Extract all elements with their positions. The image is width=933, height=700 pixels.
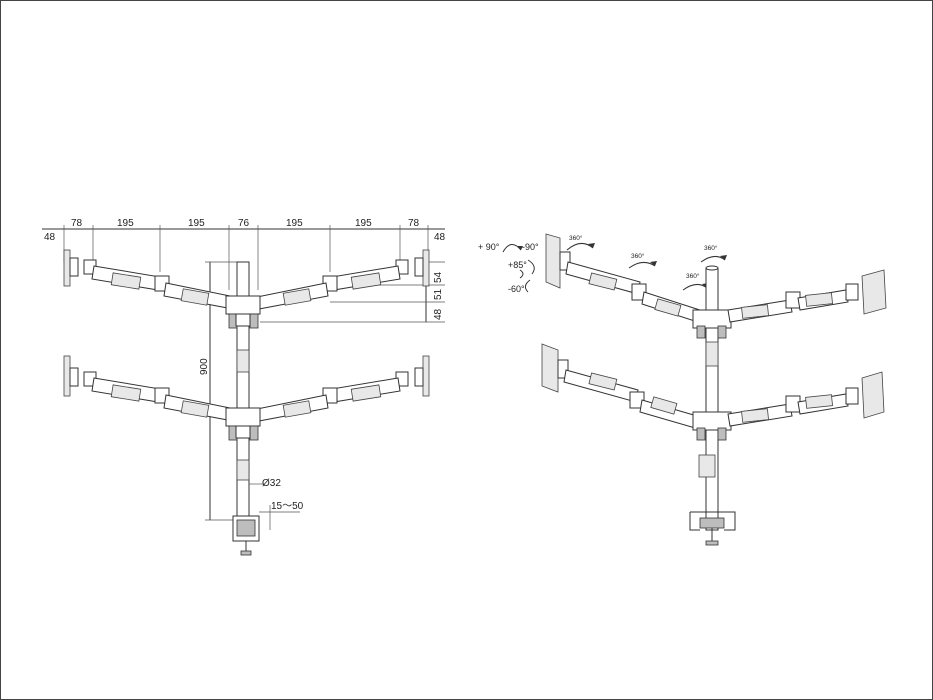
tilt-up-label: + 90°: [478, 242, 500, 252]
rotation-label-1: 360°: [569, 234, 583, 242]
perspective-lower-arms: [541, 343, 885, 441]
dim-clamp-range: 15～50: [271, 501, 304, 512]
dim-pole-diameter: Ø32: [262, 478, 281, 489]
dim-48-right: 48: [434, 232, 446, 243]
lower-arm-set: [63, 355, 430, 441]
rotation-label-4: 360°: [704, 244, 718, 252]
perspective-view-drawing: + 90° -90° +85° -60° 360° 360° 360° 360°: [478, 233, 887, 546]
rotation-label-2: 360°: [631, 252, 645, 260]
dim-48-left: 48: [44, 232, 56, 243]
dim-51: 51: [433, 288, 444, 300]
dim-76: 76: [238, 218, 250, 229]
swivel-down-label: -60°: [508, 284, 525, 294]
dim-195-3: 195: [286, 218, 303, 229]
upper-arm-set: [63, 249, 430, 329]
dim-48-vertical: 48: [433, 308, 444, 320]
swivel-up-label: +85°: [508, 260, 527, 270]
dim-54: 54: [433, 271, 444, 283]
dim-195-4: 195: [355, 218, 372, 229]
dim-195-1: 195: [117, 218, 134, 229]
dim-78-right: 78: [408, 218, 420, 229]
rotation-label-3: 360°: [686, 272, 700, 280]
perspective-upper-arms: [545, 233, 887, 339]
dim-78-left: 78: [71, 218, 83, 229]
front-view-drawing: 48 78 195 195 76 195 195 78 48 54 51 48 …: [42, 218, 446, 556]
dim-900: 900: [199, 358, 210, 375]
dim-195-2: 195: [188, 218, 205, 229]
tilt-down-label: -90°: [522, 242, 539, 252]
